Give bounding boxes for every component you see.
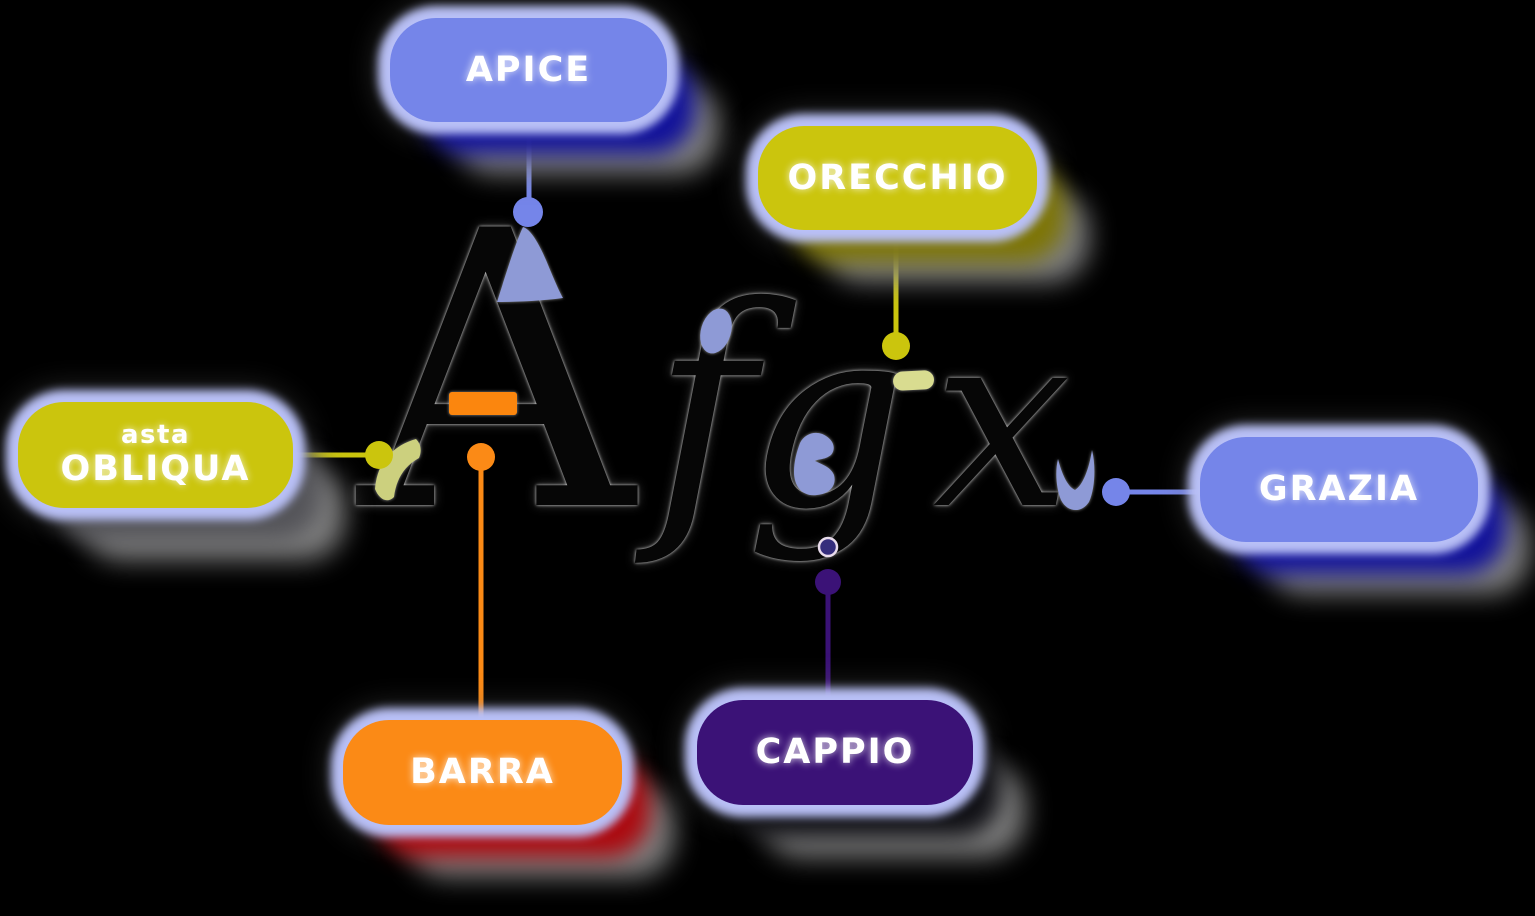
label-pill-asta-obliqua: asta OBLIQUA (18, 402, 293, 508)
asta-obliqua-label-line1: asta (121, 420, 190, 451)
asta-obliqua-label-line2: OBLIQUA (60, 449, 251, 490)
specimen-letters: A f g x (352, 151, 1071, 596)
cappio-anchor-dot (815, 569, 841, 595)
g-ear-highlight (893, 370, 935, 391)
apice-anchor-dot (513, 197, 543, 227)
orecchio-label-text: ORECCHIO (787, 157, 1008, 198)
label-pill-apice: APICE (390, 18, 667, 122)
oblique-stroke-foot-highlight (375, 439, 421, 501)
letter-A: A (352, 151, 639, 596)
label-pill-barra: BARRA (343, 720, 622, 825)
apex-highlight (497, 227, 563, 302)
grazia-anchor-dot (1102, 478, 1130, 506)
letter-g: g (746, 272, 907, 565)
g-neck-highlight (794, 432, 835, 496)
leader-lines (287, 115, 1205, 727)
g-loop-inner-dot (817, 536, 839, 558)
label-pill-cappio: CAPPIO (697, 700, 973, 805)
letter-x: x (933, 278, 1071, 563)
apice-label-text: APICE (465, 49, 592, 90)
cappio-label-text: CAPPIO (755, 732, 915, 773)
x-serif-highlight (1056, 450, 1095, 511)
asta-obliqua-anchor-dot (365, 441, 393, 469)
barra-label-text: BARRA (410, 752, 555, 793)
f-stem-highlight (700, 308, 732, 354)
crossbar-highlight (449, 392, 517, 415)
grazia-label-text: GRAZIA (1258, 469, 1420, 510)
barra-anchor-dot (467, 443, 495, 471)
orecchio-anchor-dot (882, 332, 910, 360)
label-pill-grazia: GRAZIA (1200, 437, 1478, 542)
anatomy-highlights (375, 227, 1095, 511)
label-pill-orecchio: ORECCHIO (758, 126, 1037, 230)
